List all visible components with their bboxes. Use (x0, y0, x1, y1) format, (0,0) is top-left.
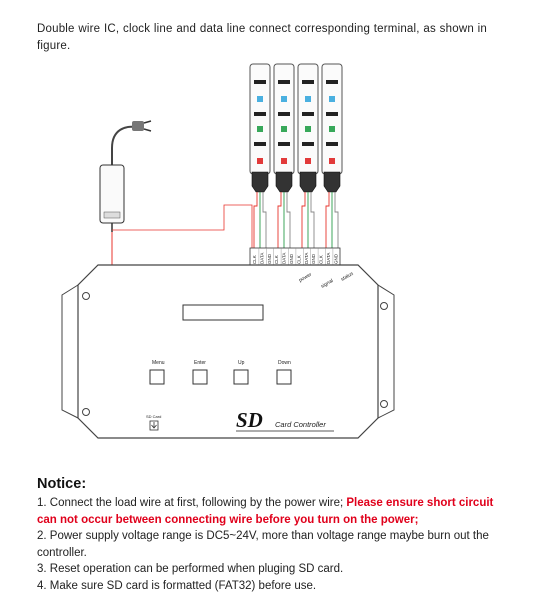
intro-paragraph: Double wire IC, clock line and data line… (37, 22, 487, 52)
strip-wires (253, 192, 339, 250)
led-chips (254, 80, 338, 164)
controller-buttons: Menu Enter Up Down (149, 360, 292, 385)
notice-item-1: 1. Connect the load wire at first, follo… (37, 495, 497, 528)
terminal-label: CLK (252, 255, 257, 264)
brand-sd: SD (236, 408, 263, 432)
terminal-label: GND (333, 253, 338, 264)
notice-item-3: 3. Reset operation can be performed when… (37, 563, 344, 575)
button-label-down: Down (278, 360, 291, 366)
notice-item-1-text: 1. Connect the load wire at first, follo… (37, 497, 347, 509)
status-label-signal: signal (320, 278, 334, 290)
terminal-label: DATA (282, 253, 287, 264)
power-wire-red-2 (112, 204, 253, 250)
led-strips (249, 63, 343, 175)
terminal-label: CLK (274, 255, 279, 264)
terminal-label: DATA (326, 253, 331, 264)
terminal-label: DATA (259, 253, 264, 264)
terminal-label: GND (267, 253, 272, 264)
terminal-label: GND (289, 253, 294, 264)
lcd-display (182, 304, 264, 321)
terminal-label: CLK (296, 255, 301, 264)
notice-section: Notice: 1. Connect the load wire at firs… (37, 476, 497, 594)
controller-body (61, 264, 395, 439)
enter-button[interactable] (192, 369, 208, 385)
button-label-enter: Enter (194, 360, 206, 366)
strip-connectors (251, 171, 341, 193)
terminal-label: DATA (304, 253, 309, 264)
down-button[interactable] (276, 369, 292, 385)
brand-card-controller: Card Controller (275, 420, 326, 429)
terminal-label: GND (311, 253, 316, 264)
sd-card-slot: SD Card (146, 414, 161, 431)
notice-title: Notice: (37, 476, 87, 492)
notice-item-2: 2. Power supply voltage range is DC5~24V… (37, 530, 489, 559)
menu-button[interactable] (149, 369, 165, 385)
up-button[interactable] (233, 369, 249, 385)
terminal-label: CLK (319, 255, 324, 264)
sd-card-label: SD Card (146, 414, 161, 419)
notice-item-1-warning: Please ensure short circuit can not occu… (37, 497, 494, 526)
button-label-up: Up (238, 360, 245, 366)
power-adapter (99, 120, 152, 232)
button-label-menu: Menu (152, 360, 165, 366)
notice-item-4: 4. Make sure SD card is formatted (FAT32… (37, 579, 317, 592)
